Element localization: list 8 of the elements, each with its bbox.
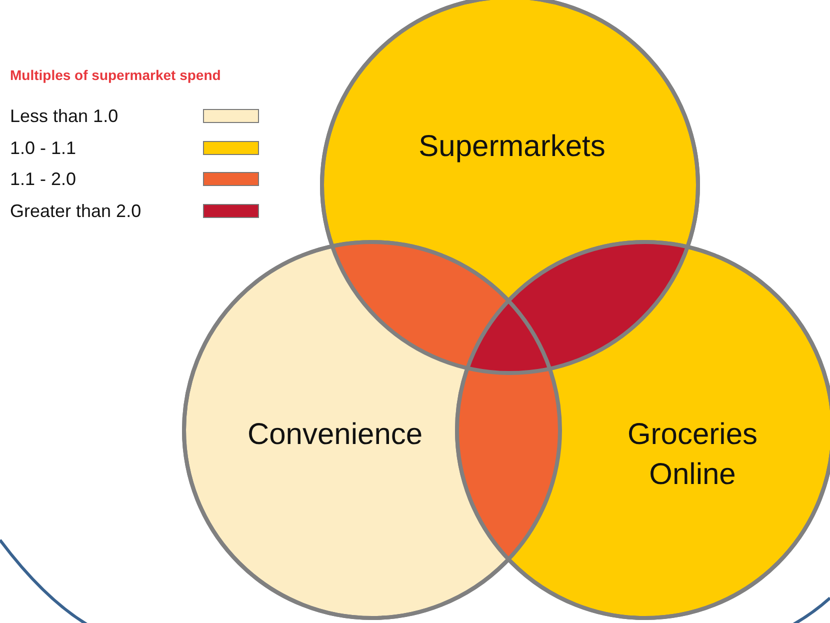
legend-label: Greater than 2.0 (10, 200, 142, 222)
set-label: Convenience (246, 417, 424, 453)
legend-title: Multiples of supermarket spend (10, 67, 221, 83)
set-label: Supermarkets (418, 129, 606, 165)
legend-label: Less than 1.0 (10, 106, 118, 127)
legend-label: 1.1 - 2.0 (10, 169, 76, 190)
legend-label: 1.0 - 1.1 (10, 138, 76, 158)
set-label: Groceries Online (626, 417, 759, 493)
